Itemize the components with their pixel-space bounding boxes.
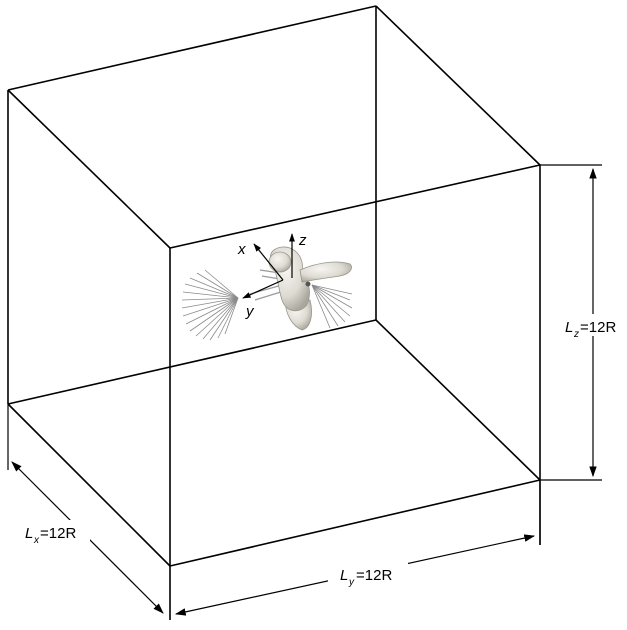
right-wing-feathers [311,284,353,329]
lx-value: =12R [40,525,76,542]
bird-eye [305,281,311,287]
edge-back-bottom [169,479,541,567]
ly-symbol: L [340,567,348,584]
edge-top-right [375,5,541,166]
lz-value: =12R [580,319,616,336]
edge-mid-diag [375,319,541,481]
lz-label-bg [562,314,626,336]
lz-subscript: z [573,329,579,340]
ly-subscript: y [348,577,355,588]
ly-label-bg [328,562,408,586]
lx-subscript: x [33,535,40,546]
left-wing-feathers [181,269,239,341]
lx-label-bg [22,520,90,542]
bird-head [268,251,292,273]
axis-y-label: y [245,303,255,320]
edge-back-top [169,164,541,249]
lx-symbol: L [25,525,33,542]
axis-x-arrow [253,243,284,281]
dimension-ly: L y =12R [174,480,541,616]
axis-y-arrow [242,279,284,299]
ly-value: =12R [356,567,392,584]
dimension-lz: L z =12R [540,164,626,481]
coordinate-axes: x z y [237,232,307,320]
box-back-edges [7,89,541,567]
dimension-lx: L x =12R [7,404,164,614]
edge-top-front [7,5,377,91]
edge-back-diag-top [7,89,171,249]
box-front-edges [7,5,541,620]
lz-symbol: L [565,319,573,336]
bird-model-illustration [181,246,353,341]
axis-z-label: z [298,232,307,249]
bird-wing-right [299,261,352,283]
axis-x-label: x [237,241,246,258]
edge-mid-horizontal [7,319,377,405]
